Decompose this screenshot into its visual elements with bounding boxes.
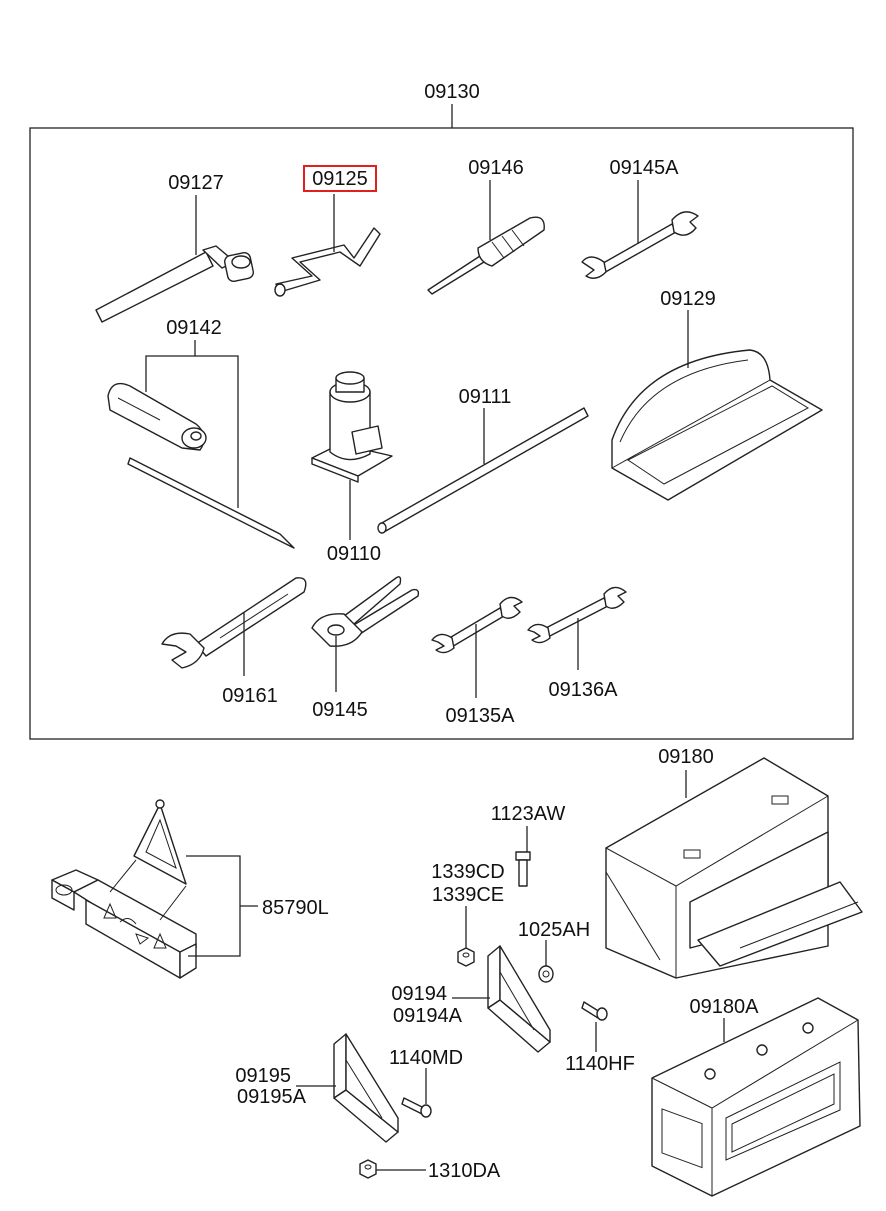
part-1339CD-nut[interactable]: 1339CD 1339CE (431, 861, 505, 967)
part-1140HF-bolt[interactable]: 1140HF (565, 1001, 635, 1075)
label-1339CE[interactable]: 1339CE (432, 884, 504, 906)
part-09194-bracket[interactable]: 09194 09194A (391, 945, 551, 1053)
label-09111[interactable]: 09111 (459, 386, 512, 408)
part-09129-tool-tray[interactable]: 09129 (611, 288, 823, 501)
label-1123AW[interactable]: 1123AW (491, 803, 566, 825)
label-09180A[interactable]: 09180A (690, 996, 760, 1018)
label-09195A[interactable]: 09195A (237, 1086, 307, 1108)
part-1140MD-bolt[interactable]: 1140MD (389, 1047, 463, 1118)
part-09135A-spanner[interactable]: 09135A (431, 596, 523, 727)
part-09111-extension-rod[interactable]: 09111 (377, 386, 589, 534)
label-1339CD[interactable]: 1339CD (431, 861, 504, 883)
part-09125-jack-handle[interactable]: 09125 (274, 165, 381, 297)
tool-kit-frame (29, 127, 854, 740)
label-09146[interactable]: 09146 (468, 157, 524, 179)
part-09145A-spanner[interactable]: 09145A (581, 157, 699, 279)
part-09146-screwdriver[interactable]: 09146 (427, 157, 545, 295)
label-09145[interactable]: 09145 (312, 699, 368, 721)
highlight-box (303, 165, 377, 192)
label-1140HF[interactable]: 1140HF (565, 1053, 635, 1075)
label-09161[interactable]: 09161 (222, 685, 278, 707)
label-09130[interactable]: 09130 (424, 81, 480, 103)
part-09127-lug-wrench[interactable]: 09127 (95, 172, 255, 323)
label-09135A[interactable]: 09135A (446, 705, 516, 727)
tool-kit-group: 09130 (29, 81, 854, 740)
part-09180-tool-box[interactable]: 09180 (605, 746, 863, 979)
label-09136A[interactable]: 09136A (549, 679, 619, 701)
label-09195[interactable]: 09195 (235, 1065, 291, 1087)
label-09127[interactable]: 09127 (168, 172, 224, 194)
label-09194A[interactable]: 09194A (393, 1005, 463, 1027)
label-09145A[interactable]: 09145A (610, 157, 680, 179)
part-09180A-tool-box[interactable]: 09180A (651, 996, 861, 1197)
part-09110-bottle-jack[interactable]: 09110 (311, 371, 393, 565)
label-09125[interactable]: 09125 (312, 168, 368, 190)
part-09136A-spanner[interactable]: 09136A (527, 586, 627, 701)
label-1310DA[interactable]: 1310DA (428, 1160, 501, 1182)
part-85790L-warning-triangle[interactable]: 85790L (51, 799, 329, 979)
label-1140MD[interactable]: 1140MD (389, 1047, 463, 1069)
part-1310DA-nut[interactable]: 1310DA (359, 1159, 501, 1182)
label-09194[interactable]: 09194 (391, 983, 447, 1005)
part-09195-bracket[interactable]: 09195 09195A (235, 1033, 399, 1143)
label-09129[interactable]: 09129 (660, 288, 716, 310)
part-1123AW-bolt[interactable]: 1123AW (491, 803, 566, 887)
label-1025AH[interactable]: 1025AH (518, 919, 590, 941)
part-1025AH-washer[interactable]: 1025AH (518, 919, 590, 983)
label-09180[interactable]: 09180 (658, 746, 714, 768)
label-85790L[interactable]: 85790L (262, 897, 329, 919)
part-09145-pliers[interactable]: 09145 (311, 576, 420, 721)
part-09161-adjustable-wrench[interactable]: 09161 (161, 577, 307, 707)
label-09142[interactable]: 09142 (166, 317, 222, 339)
part-09142-handle-and-bit[interactable]: 09142 (107, 317, 295, 549)
label-09110[interactable]: 09110 (327, 543, 381, 565)
